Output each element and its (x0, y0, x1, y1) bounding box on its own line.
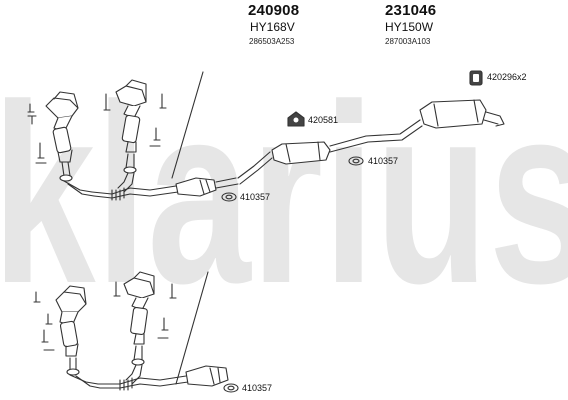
manifold-left-upper (45, 91, 95, 197)
gasket-ring-icon (348, 156, 364, 166)
gasket-ring-icon (221, 192, 237, 202)
label-rear-hanger: 420296x2 (487, 72, 527, 82)
model-code-1: HY168V (250, 20, 295, 34)
bolt-set-right-upper (103, 93, 167, 147)
label-gasket-front-lower: 410357 (242, 383, 273, 393)
divider-line (171, 71, 204, 179)
gasket-ring-icon (223, 383, 239, 393)
label-mount-rubber: 420581 (308, 115, 339, 125)
part-number-1: 240908 (248, 2, 300, 19)
manifold-right-lower (123, 271, 155, 385)
label-gasket-rear: 410357 (368, 156, 399, 166)
oem-code-1: 286503A253 (249, 37, 295, 46)
bolt-set-left-upper (27, 103, 47, 164)
intermediate-pipe (237, 119, 423, 185)
manifold-left-lower (55, 285, 101, 389)
hanger-bracket-icon (469, 70, 483, 86)
model-code-2: HY150W (385, 20, 434, 34)
divider-line (175, 271, 209, 385)
watermark-text: klarius (0, 52, 568, 337)
bolt-set-right-lower (113, 281, 177, 339)
label-gasket-front-upper: 410357 (240, 192, 271, 202)
rubber-mount-icon (287, 111, 305, 127)
front-pipe-cat-upper (91, 177, 239, 201)
part-number-2: 231046 (385, 2, 437, 19)
rear-silencer (419, 99, 505, 129)
bolt-set-left-lower (33, 291, 55, 351)
oem-code-2: 287003A103 (385, 37, 431, 46)
front-pipe-cat-lower (97, 365, 229, 391)
